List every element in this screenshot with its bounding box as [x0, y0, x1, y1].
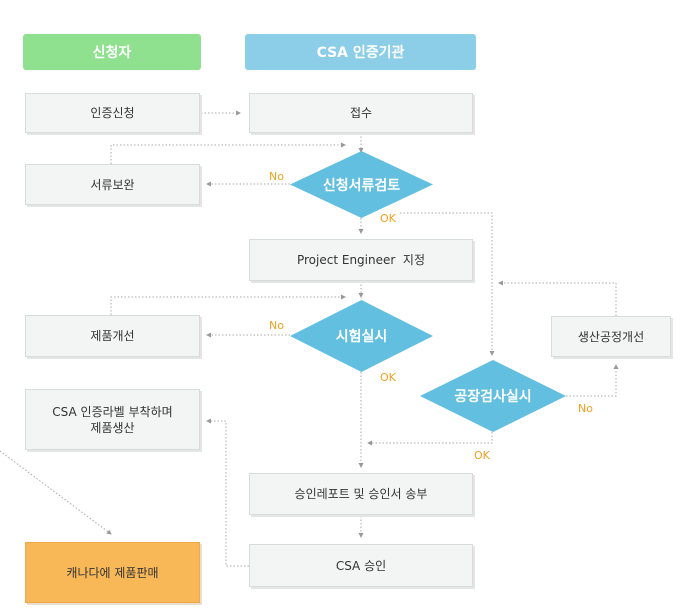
- label-production-box: CSA 인증라벨 부착하며 제품생산: [25, 389, 200, 450]
- improve-product-label: 제품개선: [90, 329, 135, 343]
- agency-header: CSA 인증기관: [245, 34, 476, 70]
- factory-diamond: 공장검사실시: [420, 360, 566, 432]
- factory-ok-label: OK: [474, 449, 490, 462]
- arrow-process-return: [498, 280, 617, 316]
- arrow-approval-label: [206, 418, 249, 567]
- final-sale-label: 캐나다에 제품판매: [66, 565, 159, 580]
- test-ok-label: OK: [380, 371, 396, 384]
- doc-review-ok-label: OK: [380, 212, 396, 225]
- improve-product-box: 제품개선: [25, 315, 200, 357]
- apply-box: 인증신청: [25, 93, 200, 133]
- approval-label: CSA 승인: [335, 558, 387, 573]
- arrow-supplement-return: [110, 142, 346, 164]
- arrow-factory-no: [566, 364, 619, 397]
- factory-no-label: No: [578, 402, 593, 415]
- test-no-label: No: [269, 319, 284, 332]
- doc-review-no-label: No: [269, 170, 284, 183]
- final-sale-box: 캐나다에 제품판매: [25, 542, 200, 603]
- applicant-header: 신청자: [23, 34, 201, 70]
- doc-review-label: 신청서류검토: [322, 177, 401, 194]
- improve-process-label: 생산공정개선: [577, 329, 645, 344]
- agency-header-label: CSA 인증기관: [316, 45, 405, 61]
- apply-label: 인증신청: [90, 106, 135, 120]
- applicant-header-label: 신청자: [92, 45, 132, 61]
- factory-label: 공장검사실시: [454, 389, 532, 405]
- arrow-label-final: [0, 450, 112, 535]
- approval-box: CSA 승인: [249, 544, 473, 587]
- arrow-improve-return: [110, 294, 346, 315]
- supplement-label: 서류보완: [90, 177, 135, 192]
- arrow-review-factory: [400, 212, 495, 356]
- doc-review-diamond: 신청서류검토: [290, 151, 433, 218]
- receipt-box: 접수: [249, 93, 473, 133]
- label-production-line1: CSA 인증라벨 부착하며: [52, 404, 173, 419]
- engineer-label: Project Engineer 지정: [296, 253, 426, 267]
- report-label: 승인레포트 및 승인서 송부: [294, 487, 428, 501]
- arrow-factory-ok: [367, 432, 493, 446]
- test-diamond: 시험실시: [290, 300, 433, 372]
- receipt-label: 접수: [349, 106, 373, 120]
- supplement-box: 서류보완: [25, 164, 200, 205]
- test-label: 시험실시: [335, 329, 388, 345]
- improve-process-box: 생산공정개선: [551, 316, 671, 357]
- report-box: 승인레포트 및 승인서 송부: [249, 473, 473, 515]
- engineer-box: Project Engineer 지정: [249, 239, 473, 281]
- label-production-line2: 제품생산: [90, 420, 135, 435]
